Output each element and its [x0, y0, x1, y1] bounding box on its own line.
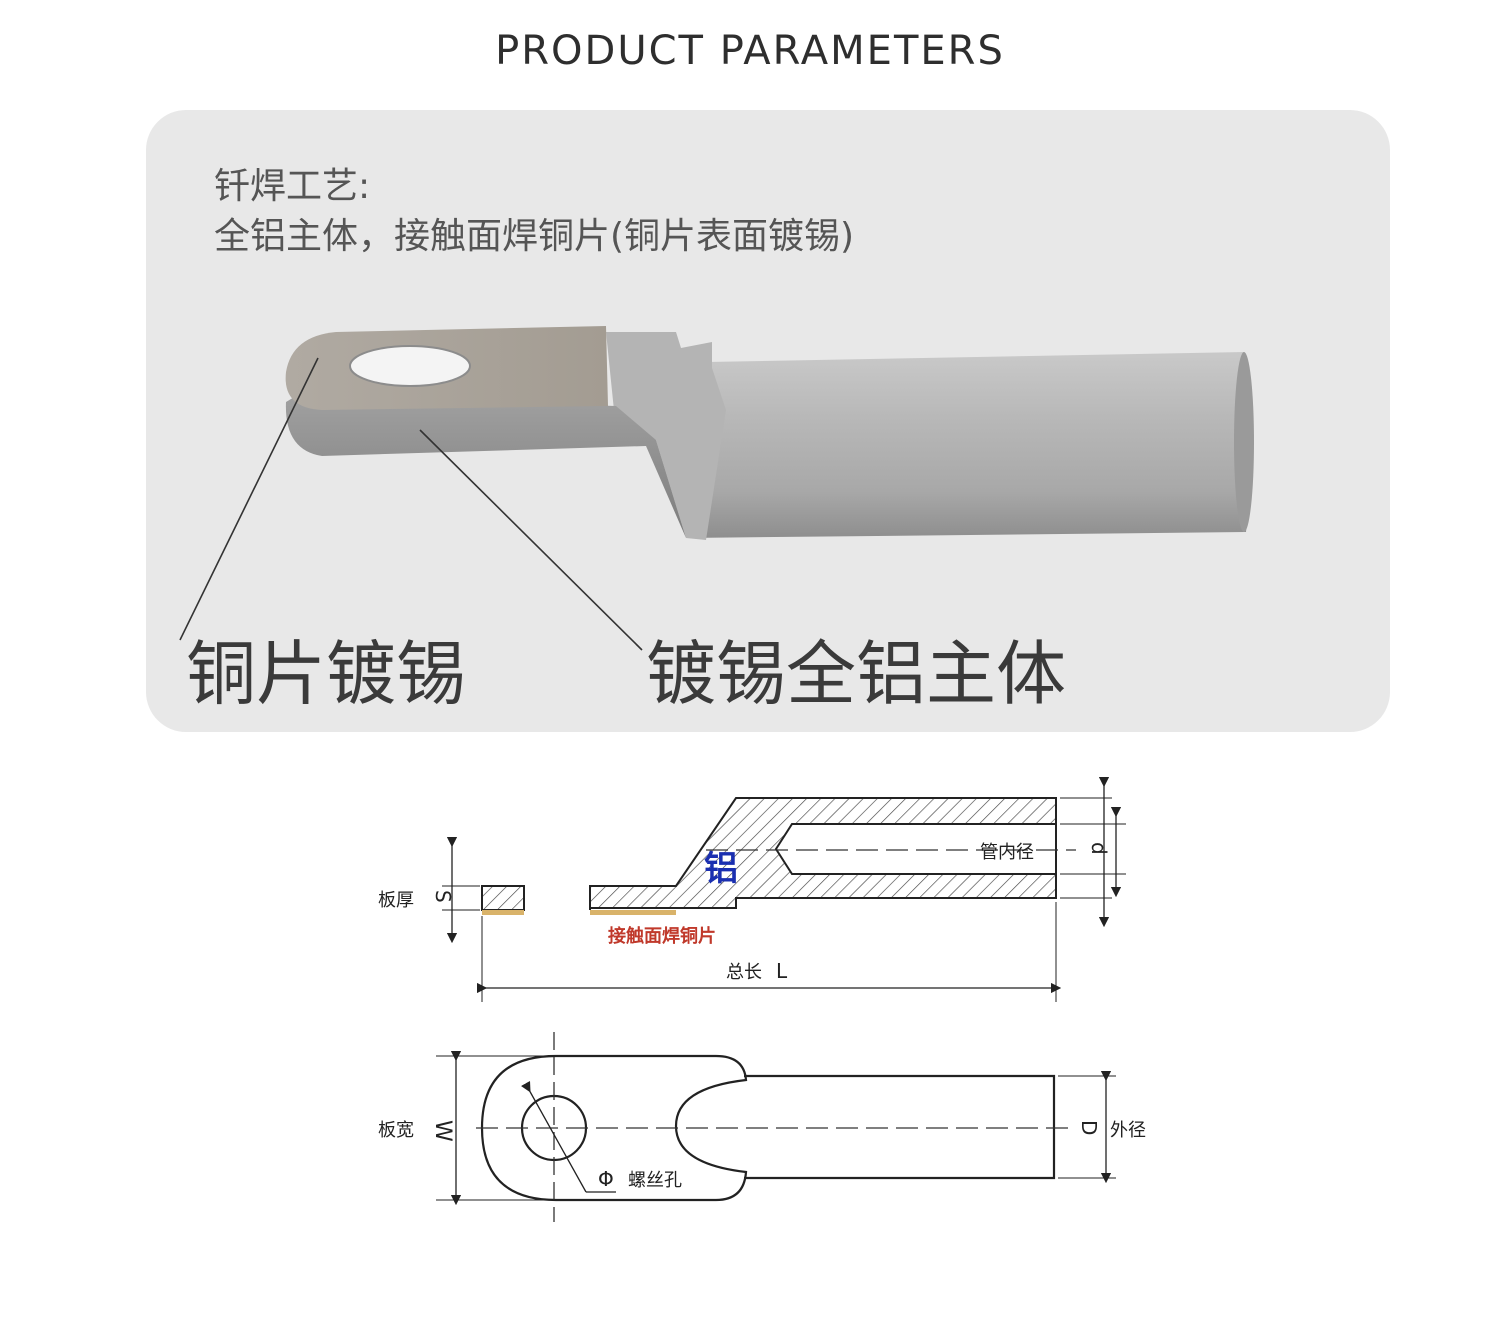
symbol-w: W	[430, 1120, 455, 1142]
label-copper-contact: 接触面焊铜片	[608, 925, 716, 947]
label-inner-diameter: 管内径	[980, 842, 1034, 863]
product-photo-panel: 钎焊工艺: 全铝主体，接触面焊铜片(铜片表面镀锡) 铜片镀锡 镀锡全铝主体	[146, 110, 1390, 732]
leader-line-right	[419, 429, 643, 651]
barrel	[686, 352, 1250, 538]
plate-edge	[285, 396, 686, 538]
inner-bore	[774, 823, 1057, 875]
bolt-hole	[349, 345, 471, 387]
hole-gap	[525, 884, 589, 912]
side-section-view: 板厚 S 铝 管内径 d 接触面焊铜片 总长 L	[378, 776, 1126, 1002]
symbol-phi: Φ	[598, 1167, 614, 1191]
symbol-l: L	[776, 959, 788, 983]
page-title: PRODUCT PARAMETERS	[495, 28, 1005, 74]
callout-tinned-aluminum-body: 镀锡全铝主体	[646, 633, 1066, 715]
callout-tinned-copper: 铜片镀锡	[186, 633, 466, 715]
barrel-end	[1234, 352, 1254, 532]
neck	[606, 332, 726, 540]
cable-lug-photo	[179, 326, 1254, 651]
symbol-d-small: d	[1087, 842, 1111, 855]
leader-line-left	[179, 357, 319, 641]
label-plate-width: 板宽	[378, 1120, 414, 1141]
process-detail: 全铝主体，接触面焊铜片(铜片表面镀锡)	[214, 216, 855, 257]
label-aluminum: 铝	[704, 849, 738, 889]
label-total-length: 总长	[726, 962, 762, 983]
label-screw-hole: 螺丝孔	[628, 1170, 682, 1191]
copper-strip-left	[482, 910, 524, 915]
label-outer-diameter: 外径	[1110, 1120, 1146, 1141]
label-plate-thickness: 板厚	[378, 890, 414, 911]
technical-drawing: 板厚 S 铝 管内径 d 接触面焊铜片 总长 L Φ 螺	[378, 776, 1146, 1222]
copper-strip-right	[590, 910, 676, 915]
process-description: 钎焊工艺: 全铝主体，接触面焊铜片(铜片表面镀锡)	[214, 162, 854, 262]
symbol-s: S	[431, 890, 455, 903]
symbol-d-big: D	[1077, 1120, 1101, 1135]
barrel-outline	[744, 1074, 1056, 1180]
top-plan-view: Φ 螺丝孔 板宽 W D 外径	[378, 1032, 1146, 1222]
plate-left-section	[481, 885, 525, 911]
process-heading: 钎焊工艺:	[214, 166, 371, 207]
